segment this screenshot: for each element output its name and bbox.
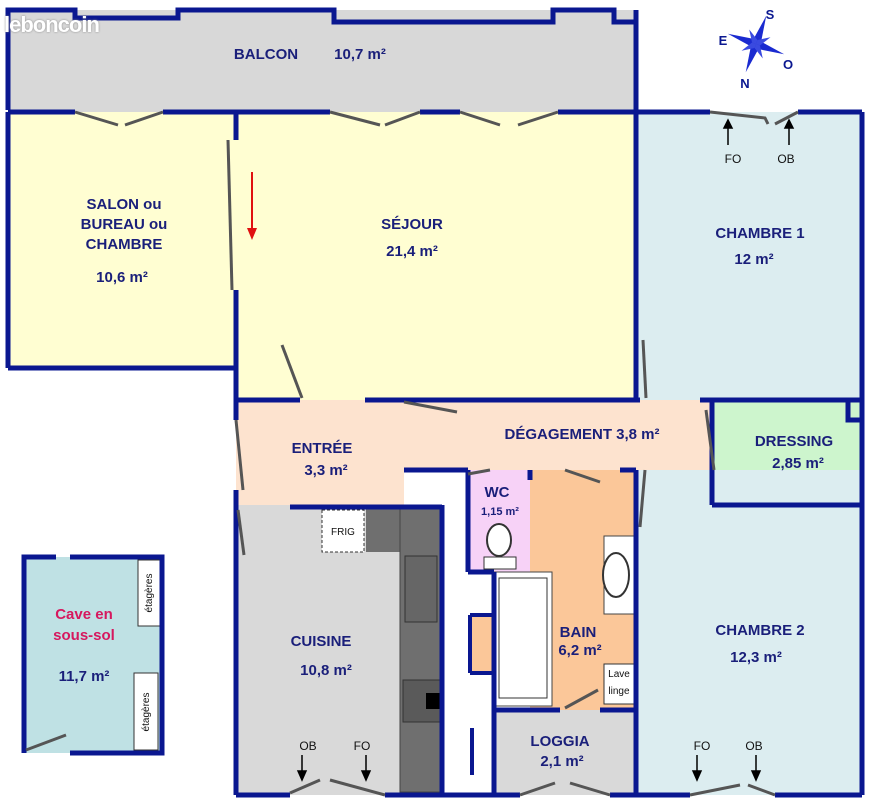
bain-name: BAIN xyxy=(560,624,597,641)
washing-machine-label-2: linge xyxy=(608,686,630,697)
chambre1-area: 12 m² xyxy=(734,251,773,268)
washing-machine-label-1: Lave xyxy=(608,669,630,680)
cave-area: 11,7 m² xyxy=(59,668,110,685)
shelf-label-top: étagères xyxy=(144,574,155,613)
cuisine-name: CUISINE xyxy=(291,633,352,650)
room-chambre2 xyxy=(636,470,862,795)
cuisine-fo: FO xyxy=(354,739,371,753)
window-arrows xyxy=(296,118,795,782)
hood-icon xyxy=(426,693,440,709)
salon-line2: BUREAU ou xyxy=(81,216,168,233)
dressing-area: 2,85 m² xyxy=(772,455,824,472)
room-entree xyxy=(236,400,404,505)
salon-line1: SALON ou xyxy=(87,196,162,213)
kitchen-counter xyxy=(399,507,443,793)
chambre2-ob: OB xyxy=(745,739,762,753)
loggia-name: LOGGIA xyxy=(530,733,589,750)
entree-name: ENTRÉE xyxy=(292,440,353,457)
chambre1-ob: OB xyxy=(777,152,794,166)
shelf-bottom xyxy=(133,672,159,751)
compass-s: S xyxy=(766,7,775,22)
toilet-icon xyxy=(486,523,512,557)
shelf-label-bottom: étagères xyxy=(141,693,152,732)
compass-n: N xyxy=(740,76,749,91)
cave-line1: Cave en xyxy=(55,606,113,623)
loggia-area: 2,1 m² xyxy=(540,753,583,770)
chambre1-name: CHAMBRE 1 xyxy=(715,225,804,242)
bain-area: 6,2 m² xyxy=(558,642,601,659)
degagement-label: DÉGAGEMENT 3,8 m² xyxy=(504,426,659,443)
entry-arrow-icon xyxy=(247,172,257,240)
chambre2-name: CHAMBRE 2 xyxy=(715,622,804,639)
entree-area: 3,3 m² xyxy=(304,462,347,479)
wc-area: 1,15 m² xyxy=(481,506,519,518)
leboncoin-watermark: leboncoin xyxy=(4,12,100,37)
compass-o: O xyxy=(783,57,793,72)
fridge xyxy=(321,509,365,553)
salon-line3: CHAMBRE xyxy=(86,236,163,253)
cave-line2: sous-sol xyxy=(53,627,115,644)
salon-area: 10,6 m² xyxy=(96,269,148,286)
oven-icon xyxy=(404,555,438,623)
cuisine-area: 10,8 m² xyxy=(300,662,352,679)
compass-e: E xyxy=(719,33,728,48)
balcon-area: 10,7 m² xyxy=(334,46,386,63)
sink-icon xyxy=(602,552,630,598)
chambre2-area: 12,3 m² xyxy=(730,649,782,666)
balcon-name: BALCON xyxy=(234,46,298,63)
walls xyxy=(5,7,865,798)
room-loggia xyxy=(494,710,636,795)
bathtub-inner xyxy=(498,577,548,699)
washing-machine xyxy=(603,663,635,705)
chambre1-fo: FO xyxy=(725,152,742,166)
cuisine-ob: OB xyxy=(299,739,316,753)
room-salon xyxy=(8,112,236,368)
dressing-name: DRESSING xyxy=(755,433,833,450)
room-chambre1 xyxy=(636,112,862,400)
sejour-name: SÉJOUR xyxy=(381,216,443,233)
wc-name: WC xyxy=(485,484,510,501)
doors-windows xyxy=(25,110,799,797)
fridge-label: FRIG xyxy=(331,527,355,538)
toilet-tank xyxy=(483,556,517,570)
room-balcon xyxy=(8,10,636,112)
compass-rose-icon xyxy=(727,15,785,73)
bain-nook xyxy=(470,615,494,673)
sejour-area: 21,4 m² xyxy=(386,243,438,260)
room-sejour xyxy=(236,112,636,400)
chambre2-fo: FO xyxy=(694,739,711,753)
